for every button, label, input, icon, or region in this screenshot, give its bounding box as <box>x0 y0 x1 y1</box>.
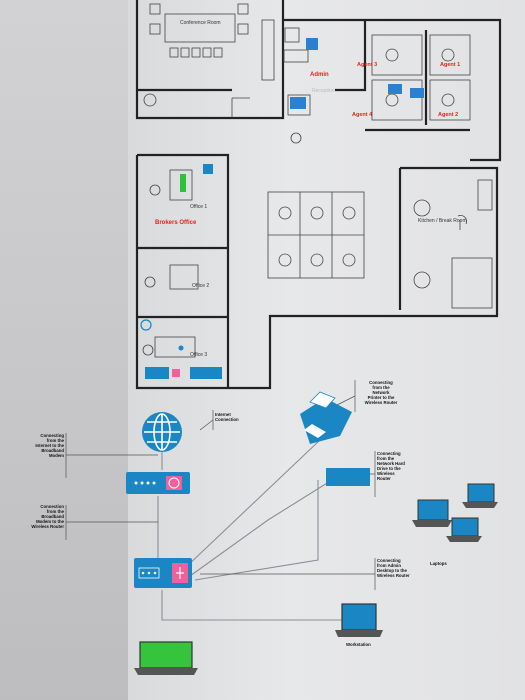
laptop-icon <box>412 499 452 527</box>
room-label-agent3: Agent 3 <box>357 62 378 68</box>
label-drive-router: Connecting from the Network Hard Drive t… <box>377 451 405 481</box>
laptop-icon <box>462 483 498 508</box>
floorplan-router <box>190 367 222 379</box>
label-laptops: Laptops <box>430 561 447 566</box>
admin-wall <box>335 20 367 92</box>
green-laptop-icon <box>134 641 198 675</box>
hard-drive-icon <box>326 468 370 486</box>
room-label-admin: Admin <box>310 72 329 78</box>
outer-wall-left <box>135 155 499 390</box>
label-workstation: Workstation <box>346 642 371 647</box>
label-printer-router: Connecting from the Network Printer to t… <box>364 380 398 405</box>
workstation-icon <box>335 603 383 637</box>
room-label-agent2: Agent 2 <box>438 112 459 118</box>
outer-wall-top <box>135 0 285 120</box>
room-label-reception: Reception <box>312 88 335 94</box>
room-label-conference: Conference Room <box>180 20 221 26</box>
paper-sheet <box>128 0 525 700</box>
connector-drive-router <box>189 479 333 577</box>
connector-workstation-router <box>161 590 342 621</box>
room-label-office2: Office 2 <box>192 283 210 289</box>
modem-icon <box>126 472 190 494</box>
room-label-office3: Office 3 <box>190 352 208 358</box>
room-label-agent1: Agent 1 <box>440 62 461 68</box>
label-internet-modem: Connecting from the Internet to the Broa… <box>35 433 64 458</box>
background-shadow <box>0 0 128 700</box>
room-label-kitchen: Kitchen / Break Room <box>418 218 467 224</box>
label-modem-router: Connection from the Broadband Modem to t… <box>31 504 64 529</box>
connector-printer-router <box>184 439 321 569</box>
globe-icon <box>142 412 182 452</box>
plant <box>143 93 157 107</box>
room-label-agent4: Agent 4 <box>352 112 373 118</box>
printer-icon <box>300 391 352 444</box>
floorplan-modem <box>145 367 169 379</box>
label-desktop-router: Connecting from Admin Desktop to the Wir… <box>377 558 410 578</box>
connector-desktop-router <box>194 480 319 581</box>
label-internet-connection: Internet Connection <box>215 412 239 422</box>
outer-wall-right-top <box>283 18 502 162</box>
router-icon <box>134 558 192 588</box>
office1-green-screen <box>180 174 186 192</box>
office-block-wall <box>137 153 230 388</box>
conference-table <box>164 13 236 43</box>
laptop-icon <box>446 517 482 542</box>
room-label-brokers: Brokers Office <box>155 220 197 226</box>
room-label-office1: Office 1 <box>190 204 208 210</box>
reception-desktop-icon <box>290 97 306 109</box>
